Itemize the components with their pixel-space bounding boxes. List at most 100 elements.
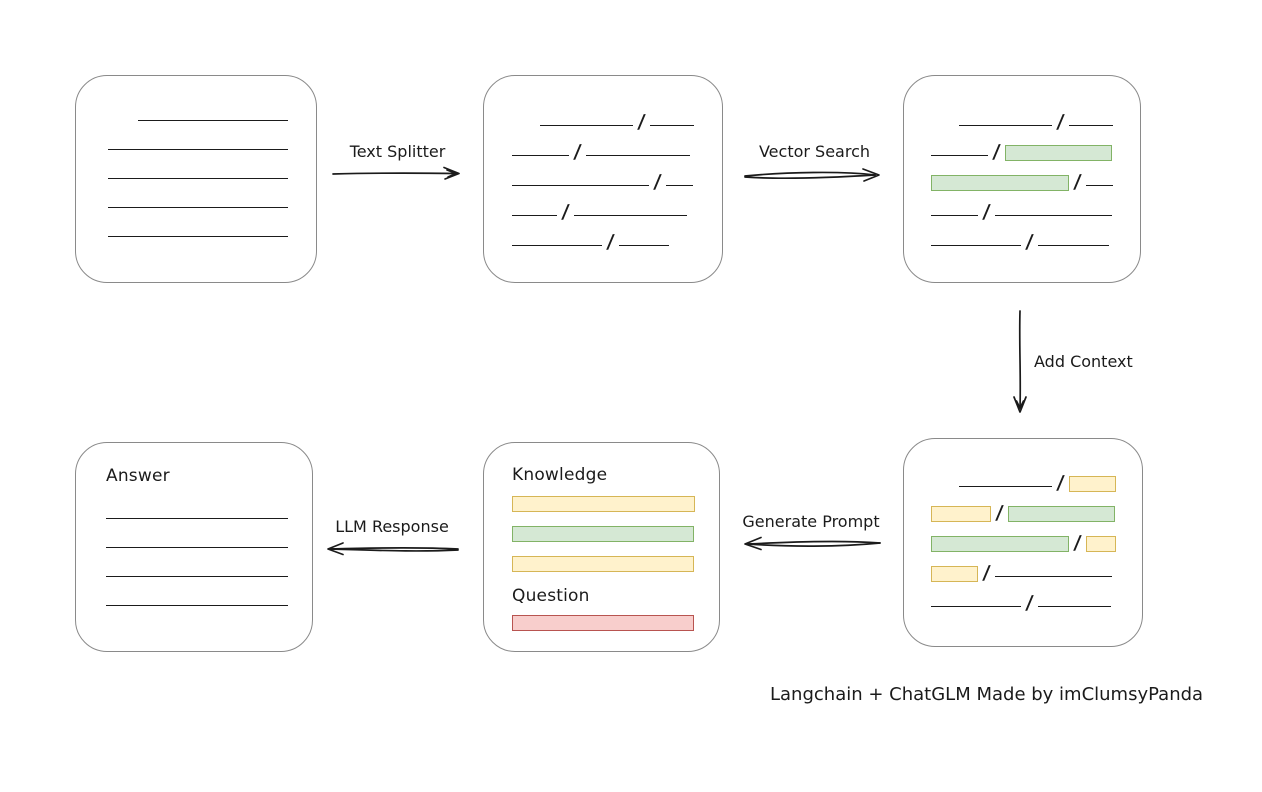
- chunk-row: /: [512, 106, 694, 133]
- text-segment: [649, 125, 694, 126]
- context-chunks-box: / / / / /: [903, 438, 1143, 647]
- llm-response-arrow-group: LLM Response: [322, 517, 462, 557]
- question-bars: [512, 615, 697, 631]
- text-splitter-arrow-icon: [332, 166, 460, 180]
- text-segment: [1037, 606, 1111, 607]
- slash-separator: /: [1072, 532, 1083, 554]
- prompt-box: Knowledge Question: [483, 442, 720, 652]
- chunk-row: /: [931, 166, 1113, 193]
- slash-separator: /: [605, 231, 616, 253]
- chunk-row: /: [931, 557, 1116, 584]
- yellow-highlight-chunk: [1068, 476, 1116, 492]
- text-segment: [931, 155, 988, 156]
- text-line: [108, 178, 288, 179]
- generate-prompt-arrow-icon: [743, 536, 881, 551]
- text-segment: [959, 486, 1052, 487]
- yellow-highlight-chunk: [931, 506, 991, 522]
- text-segment: [1068, 125, 1113, 126]
- add-context-label: Add Context: [1034, 352, 1133, 371]
- chunk-row: /: [512, 226, 694, 253]
- text-splitter-label: Text Splitter: [349, 142, 446, 161]
- text-segment: [512, 215, 557, 216]
- chunk-row: /: [512, 136, 694, 163]
- text-line: [106, 518, 288, 519]
- slash-separator: /: [636, 111, 647, 133]
- text-segment: [512, 245, 602, 246]
- slash-separator: /: [981, 201, 992, 223]
- yellow-bar: [512, 496, 695, 512]
- chunk-row: /: [931, 136, 1113, 163]
- text-segment: [512, 185, 649, 186]
- chunk-row: /: [931, 196, 1113, 223]
- text-segment: [959, 125, 1052, 126]
- slash-separator: /: [1024, 592, 1035, 614]
- chunk-row: /: [931, 527, 1116, 554]
- generate-prompt-arrow-group: Generate Prompt: [737, 512, 885, 552]
- slash-separator: /: [652, 171, 663, 193]
- chunk-row: /: [931, 106, 1113, 133]
- red-bar: [512, 615, 694, 631]
- chunk-row: /: [512, 196, 694, 223]
- text-line: [108, 207, 288, 208]
- text-segment: [540, 125, 633, 126]
- green-highlight-chunk: [1007, 506, 1115, 522]
- yellow-bar: [512, 556, 694, 572]
- split-chunks-box: / / / / /: [483, 75, 723, 283]
- slash-separator: /: [1072, 171, 1083, 193]
- text-segment: [994, 215, 1112, 216]
- vector-search-arrow-icon: [744, 168, 880, 182]
- slash-separator: /: [981, 562, 992, 584]
- text-segment: [573, 215, 687, 216]
- text-segment: [931, 215, 978, 216]
- answer-label: Answer: [106, 466, 170, 486]
- text-line: [106, 547, 288, 548]
- slash-separator: /: [572, 141, 583, 163]
- text-segment: [512, 155, 569, 156]
- text-segment: [585, 155, 690, 156]
- text-segment: [1085, 185, 1113, 186]
- vector-search-arrow-group: Vector Search: [742, 142, 887, 184]
- chunk-row: /: [931, 497, 1116, 524]
- chunk-row: /: [931, 226, 1113, 253]
- text-segment: [618, 245, 669, 246]
- generate-prompt-label: Generate Prompt: [742, 512, 880, 531]
- vector-search-label: Vector Search: [758, 142, 871, 161]
- green-highlight-chunk: [931, 175, 1069, 191]
- text-splitter-arrow-group: Text Splitter: [330, 142, 465, 182]
- slash-separator: /: [1055, 472, 1066, 494]
- chunk-row: /: [931, 467, 1116, 494]
- green-highlight-chunk: [931, 536, 1069, 552]
- question-label: Question: [512, 586, 590, 606]
- source-document-box: [75, 75, 317, 283]
- split-chunks-rows: / / / / /: [512, 106, 694, 256]
- chunk-row: /: [931, 587, 1116, 614]
- yellow-highlight-chunk: [931, 566, 978, 582]
- answer-lines: [106, 518, 288, 634]
- knowledge-bars: [512, 496, 697, 572]
- green-highlight-chunk: [1004, 145, 1112, 161]
- text-segment: [931, 245, 1021, 246]
- text-segment: [665, 185, 693, 186]
- slash-separator: /: [1055, 111, 1066, 133]
- retrieved-chunks-box: / / / / /: [903, 75, 1141, 283]
- source-document-lines: [108, 120, 288, 265]
- caption: Langchain + ChatGLM Made by imClumsyPand…: [770, 684, 1204, 705]
- slash-separator: /: [1024, 231, 1035, 253]
- knowledge-label: Knowledge: [512, 465, 608, 485]
- llm-response-arrow-icon: [327, 542, 459, 556]
- text-line: [106, 576, 288, 577]
- text-segment: [931, 606, 1021, 607]
- yellow-highlight-chunk: [1085, 536, 1116, 552]
- text-line: [108, 149, 288, 150]
- answer-box: Answer: [75, 442, 313, 652]
- green-bar: [512, 526, 694, 542]
- slash-separator: /: [560, 201, 571, 223]
- retrieved-chunks-rows: / / / / /: [931, 106, 1113, 256]
- text-segment: [994, 576, 1112, 577]
- chunk-row: /: [512, 166, 694, 193]
- text-line: [138, 120, 288, 121]
- context-chunks-rows: / / / / /: [931, 467, 1116, 617]
- text-line: [108, 236, 288, 237]
- llm-response-label: LLM Response: [335, 517, 449, 536]
